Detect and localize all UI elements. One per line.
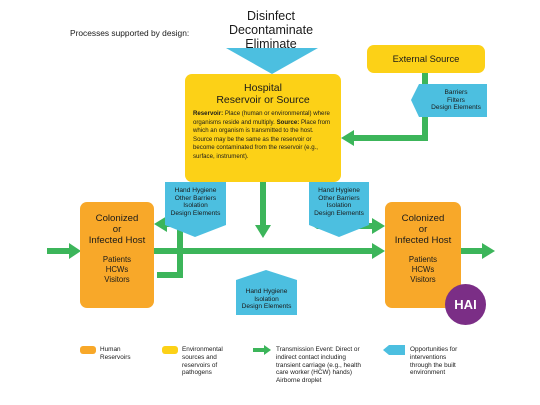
arrowhead-central — [255, 225, 271, 238]
source-label: Source: — [276, 118, 300, 126]
right-tag-line: Other Barriers — [318, 194, 360, 202]
arrowhead-entry-left — [69, 243, 81, 259]
legend-line: Environmental — [182, 346, 223, 353]
host-left-name: Colonized or Infected Host — [80, 213, 154, 246]
host-member: HCWs — [411, 265, 435, 274]
host-left-members: Patients HCWs Visitors — [80, 255, 154, 285]
host-name-line: or — [418, 224, 428, 235]
legend-opportunities: Opportunities for interventions through … — [410, 346, 457, 377]
legend-human: Human Reservoirs — [100, 346, 131, 362]
arrowhead-external — [341, 130, 354, 146]
arrowhead-left — [154, 216, 167, 232]
host-member: Patients — [408, 255, 438, 264]
legend-line: environment — [410, 369, 446, 377]
left-tag-line: Hand Hygiene — [174, 187, 217, 194]
host-member: Patients — [102, 255, 132, 264]
legend-line: care worker (HCW) hands) — [276, 369, 352, 377]
legend-transmission-arrowhead — [264, 345, 271, 355]
hospital-title-line1: Hospital — [244, 82, 282, 94]
legend-line: sources and — [182, 353, 217, 361]
right-tag: Hand Hygiene Other Barriers Isolation De… — [309, 187, 369, 217]
legend-line: Airborne droplet — [276, 377, 322, 385]
hospital-title-line2: Reservoir or Source — [216, 94, 310, 106]
barriers-tag-shape — [411, 84, 487, 117]
host-member: Visitors — [410, 275, 436, 284]
left-tag-line: Other Barriers — [174, 194, 217, 202]
legend-line: reservoirs of — [182, 361, 218, 369]
hospital-title: Hospital Reservoir or Source — [193, 82, 333, 106]
processes-caption: Processes supported by design: — [70, 28, 190, 38]
legend-line: transient carriage (e.g., health — [276, 361, 361, 369]
host-right-members: Patients HCWs Visitors — [385, 255, 461, 285]
action-disinfect: Disinfect — [247, 9, 295, 23]
reservoir-text: Place (human or environmental) where org… — [193, 110, 330, 126]
source-text: Place from which an organism is transmit… — [193, 118, 331, 160]
legend-line: Human — [100, 346, 121, 353]
host-right-box: Colonized or Infected Host Patients HCWs… — [385, 202, 461, 308]
barriers-tag-line: Barriers — [444, 89, 468, 96]
barriers-tag: Barriers Filters Design Elements — [426, 89, 486, 112]
legend-environmental-swatch — [162, 346, 178, 354]
host-name-line: Colonized — [95, 213, 139, 224]
reservoir-label: Reservoir: — [193, 110, 224, 117]
legend-human-swatch — [80, 346, 96, 354]
legend-opportunities-shape — [383, 345, 405, 355]
legend-line: Transmission Event: Direct or — [276, 346, 360, 353]
external-source-box: External Source — [367, 45, 485, 73]
barriers-tag-line: Filters — [447, 96, 465, 104]
legend-line: pathogens — [182, 369, 212, 377]
bottom-tag-line: Hand Hygiene — [245, 288, 288, 295]
bottom-tag-line: Isolation — [254, 295, 279, 303]
action-eliminate: Eliminate — [245, 37, 297, 51]
legend-transmission: Transmission Event: Direct or indirect c… — [276, 346, 361, 385]
arrowhead-exit-right — [482, 243, 495, 259]
host-name-line: or — [112, 224, 122, 235]
process-actions: Disinfect Decontaminate Eliminate — [220, 9, 322, 51]
host-right-name: Colonized or Infected Host — [385, 213, 461, 246]
host-left-box: Colonized or Infected Host Patients HCWs… — [80, 202, 154, 308]
hai-badge: HAI — [445, 284, 486, 325]
bottom-tag-notch — [236, 270, 297, 280]
host-name-line: Infected Host — [88, 235, 146, 246]
host-member: HCWs — [105, 265, 129, 274]
legend-line: Reservoirs — [100, 353, 131, 361]
legend-line: through the built — [410, 361, 456, 369]
right-tag-shape — [309, 182, 369, 237]
left-tag-line: Design Elements — [170, 209, 221, 217]
barriers-tag-line: Design Elements — [431, 104, 481, 112]
legend-environmental: Environmental sources and reservoirs of … — [182, 346, 223, 377]
right-tag-line: Isolation — [326, 202, 352, 210]
arrowhead-right — [372, 218, 385, 234]
bottom-tag-shape — [236, 280, 297, 315]
action-decontaminate: Decontaminate — [228, 23, 314, 37]
left-tag-shape — [165, 182, 226, 237]
process-down-arrow — [226, 48, 318, 74]
hospital-definitions: Reservoir: Place (human or environmental… — [193, 110, 333, 161]
host-name-line: Colonized — [401, 213, 445, 224]
bottom-tag-line: Design Elements — [241, 303, 292, 311]
arrowhead-host — [372, 243, 385, 259]
left-tag-line: Isolation — [183, 202, 208, 210]
host-name-line: Infected Host — [394, 235, 452, 246]
legend-line: Opportunities for — [410, 346, 458, 353]
host-member: Visitors — [104, 275, 130, 284]
right-tag-line: Hand Hygiene — [318, 187, 360, 194]
bottom-tag: Hand Hygiene Isolation Design Elements — [236, 288, 297, 311]
hospital-reservoir-box: Hospital Reservoir or Source Reservoir: … — [185, 74, 341, 182]
legend-line: indirect contact including — [276, 353, 346, 361]
right-tag-line: Design Elements — [314, 209, 364, 217]
legend-line: interventions — [410, 353, 447, 361]
left-tag: Hand Hygiene Other Barriers Isolation De… — [165, 187, 226, 217]
